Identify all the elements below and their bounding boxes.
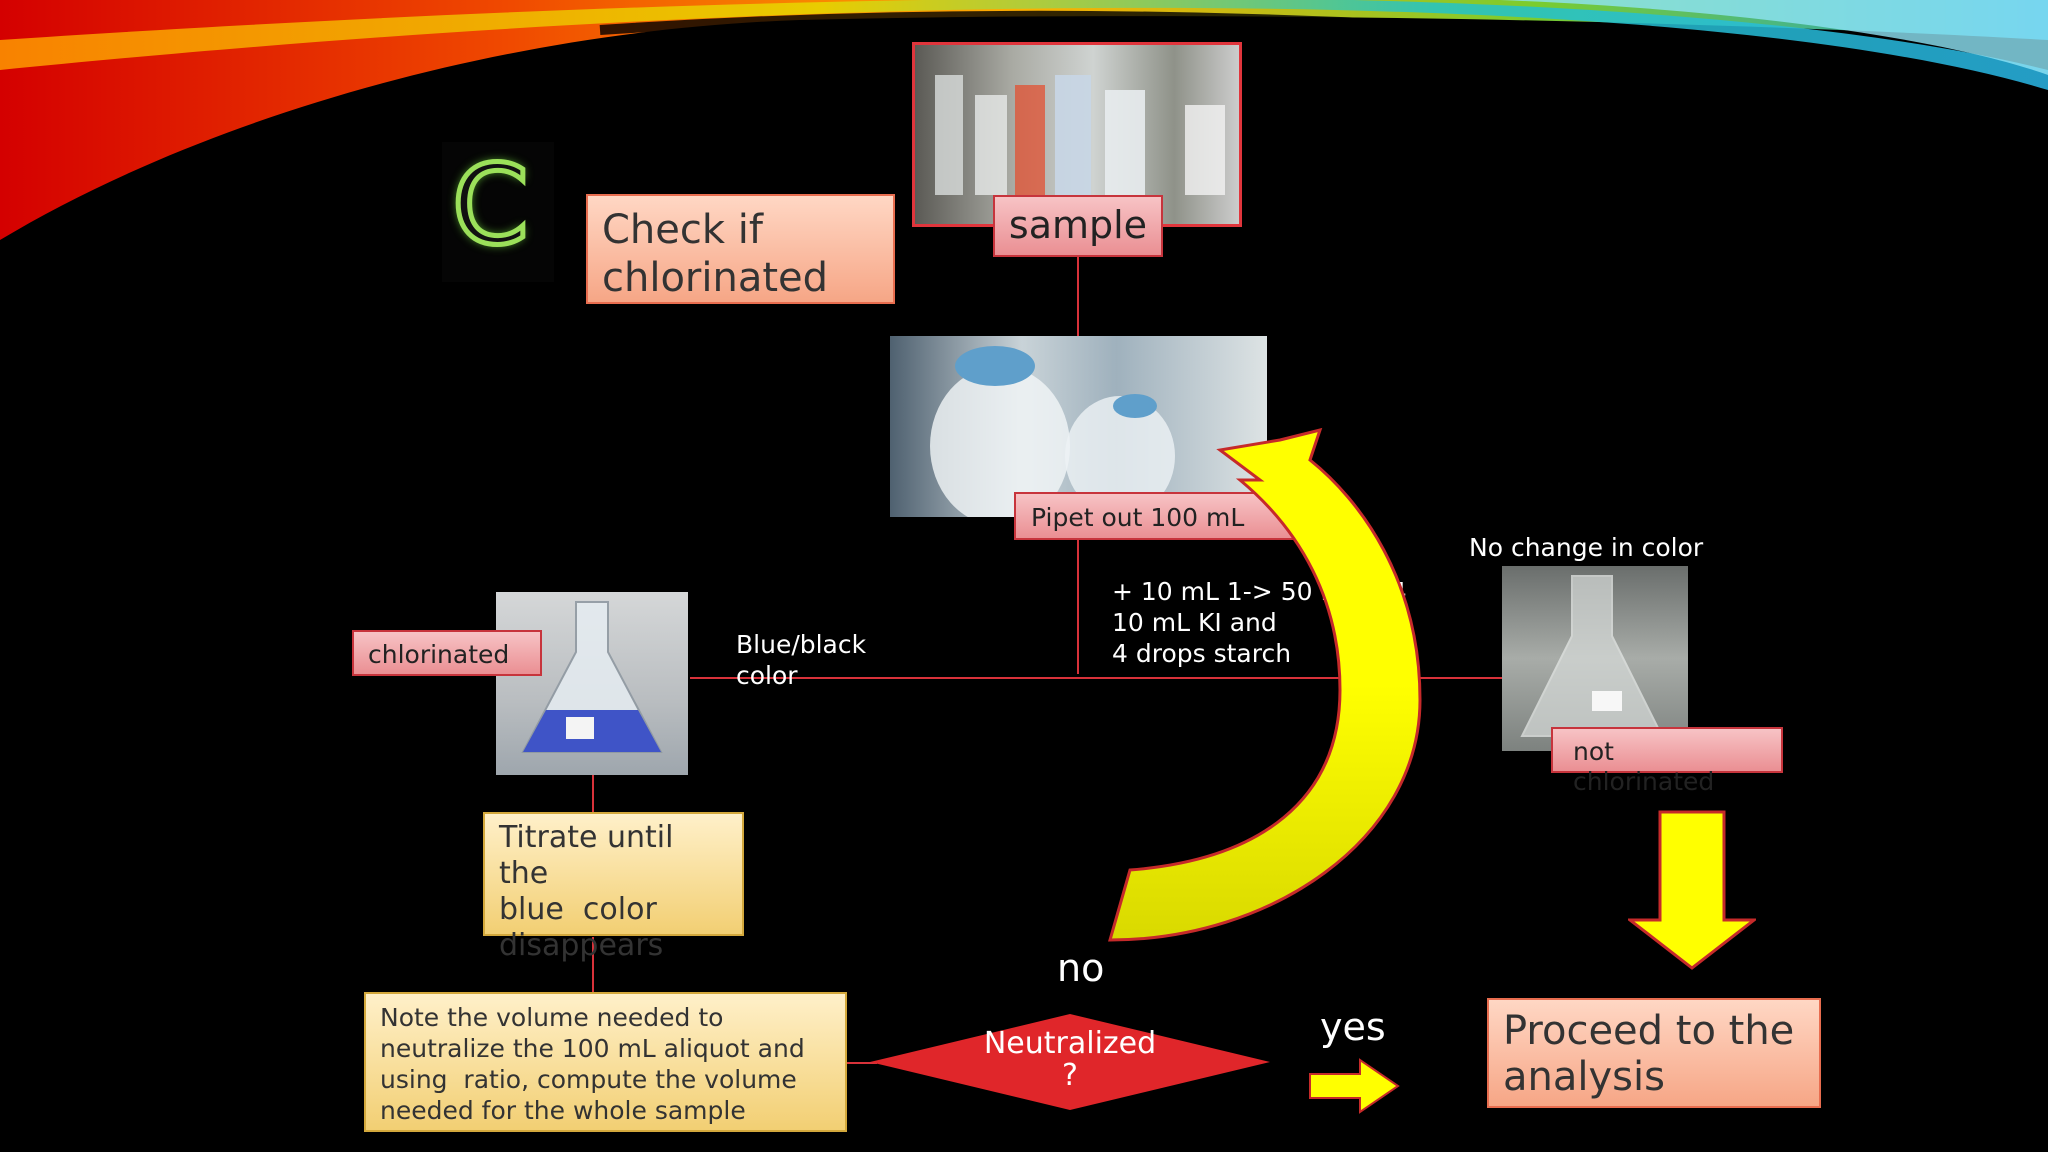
chlorinated-label-text: chlorinated [368,640,510,669]
neutralized-line-1: Neutralized [983,1026,1157,1061]
sample-label-text: sample [1008,203,1148,247]
reagent-line-3: 4 drops starch [1112,639,1292,668]
sample-label: sample [993,195,1163,257]
neutralized-line-2: ? [1062,1058,1078,1093]
section-letter: C [450,141,532,269]
titrate-line-3: disappears [499,928,664,963]
pipet-label-text: Pipet out 100 mL [1031,503,1245,532]
chlorinated-label: chlorinated [352,630,542,676]
titrate-line-1: Titrate until the [499,820,674,891]
title-box: Check if chlorinated [586,194,895,304]
proceed-line-1: Proceed to the [1503,1008,1795,1054]
line-titrate-to-note [592,937,594,993]
note-line-4: needed for the whole sample [380,1096,746,1125]
blue-black-line-2: color [736,661,798,690]
note-line-2: neutralize the 100 mL aliquot and [380,1034,805,1063]
blue-black-color-text: Blue/black color [736,629,866,691]
line-note-to-diamond [847,1062,877,1064]
no-change-text: No change in color [1469,533,1704,562]
note-line-1: Note the volume needed to [380,1003,724,1032]
note-line-3: using ratio, compute the volume [380,1065,797,1094]
not-chlorinated-label: not chlorinated [1551,727,1783,796]
sample-bottles-photo [912,42,1242,227]
titrate-line-2: blue color [499,892,657,927]
neutralized-text: Neutralized ? [970,1028,1170,1092]
not-chlorinated-label-text: not chlorinated [1573,737,1715,796]
proceed-box: Proceed to the analysis [1487,998,1821,1108]
yellow-right-arrow-icon [1309,1058,1400,1114]
section-letter-c [442,142,554,282]
blue-black-line-1: Blue/black [736,630,867,659]
titrate-box: Titrate until the blue color disappears [483,812,744,963]
blue-flask-photo [496,592,688,775]
yes-text: yes [1320,1005,1386,1049]
no-text: no [1057,946,1105,990]
line-flask-to-titrate [592,775,594,813]
pipet-label: Pipet out 100 mL [1014,492,1310,540]
rainbow-swoosh-decoration [0,0,2048,240]
line-pipet-down [1077,537,1079,674]
note-volume-box: Note the volume needed to neutralize the… [364,992,847,1132]
yellow-curved-arrow-icon [1108,427,1422,942]
proceed-line-2: analysis [1503,1054,1665,1100]
yellow-down-arrow-icon [1628,810,1756,970]
reagent-line-2: 10 mL KI and [1112,608,1277,637]
line-horizontal-main [690,677,1502,679]
line-sample-to-pipet [1077,257,1079,337]
lab-workers-photo [890,336,1267,517]
title-text: Check if chlorinated [602,207,829,301]
neutralized-diamond [870,1014,1270,1110]
clear-flask-photo [1502,566,1688,751]
